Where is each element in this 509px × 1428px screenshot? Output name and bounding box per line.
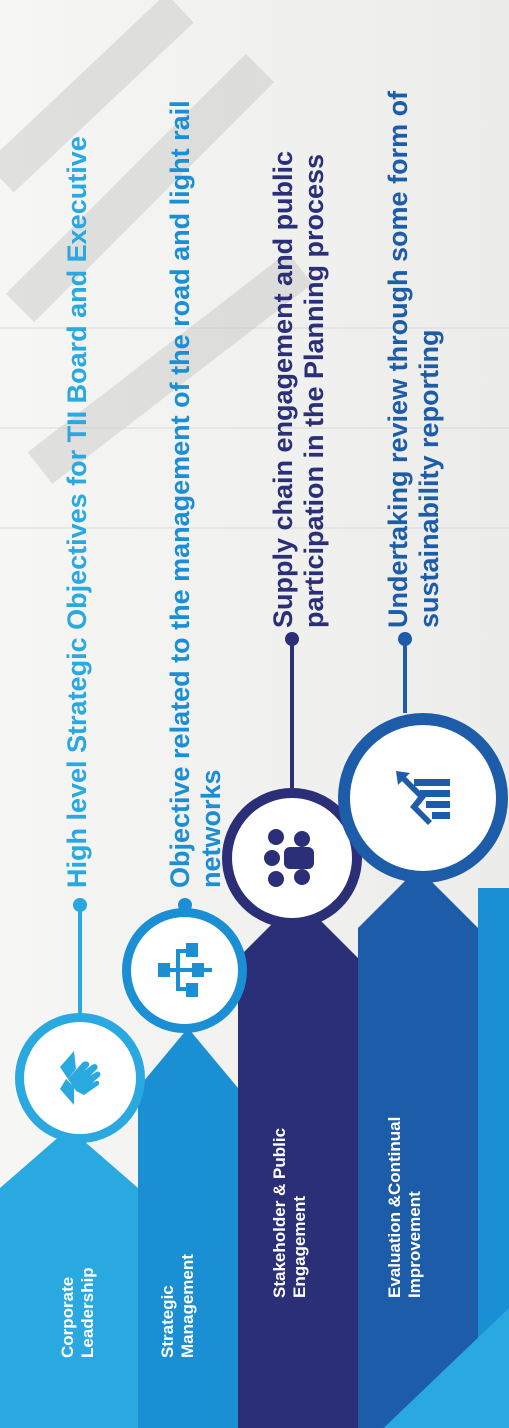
objective-corporate-leadership: High level Strategic Objectives for TII … bbox=[62, 136, 92, 888]
label-line1: Corporate bbox=[58, 1276, 77, 1358]
objective-stakeholder-engagement: Supply chain engagement and public parti… bbox=[268, 150, 329, 628]
label-line2: Engagement bbox=[290, 1195, 309, 1298]
circle-corporate-leadership bbox=[15, 1013, 145, 1143]
handshake-icon bbox=[60, 1051, 101, 1105]
label-stakeholder-engagement: Stakeholder & Public Engagement bbox=[270, 1128, 310, 1298]
connector-dot-3 bbox=[285, 632, 299, 646]
label-line1: Evaluation &Continual bbox=[385, 1116, 404, 1298]
label-line2: Improvement bbox=[405, 1191, 424, 1298]
connector-dot-1 bbox=[73, 898, 87, 912]
label-evaluation-improvement: Evaluation &Continual Improvement bbox=[385, 1117, 425, 1298]
ribbon-strategic-management bbox=[138, 1028, 238, 1428]
connector-4 bbox=[403, 638, 407, 713]
circle-evaluation-improvement bbox=[338, 713, 508, 883]
label-line2: Management bbox=[178, 1254, 197, 1358]
connector-1 bbox=[78, 903, 82, 1013]
objective-evaluation-improvement: Undertaking review through some form of … bbox=[383, 90, 444, 628]
label-line1: Strategic bbox=[158, 1285, 177, 1358]
connector-dot-2 bbox=[178, 898, 192, 912]
connector-3 bbox=[290, 638, 294, 788]
circle-stakeholder-engagement bbox=[222, 788, 362, 928]
label-strategic-management: Strategic Management bbox=[158, 1254, 198, 1358]
people-group-icon bbox=[264, 829, 314, 887]
org-chart-icon bbox=[157, 943, 212, 998]
objective-strategic-management: Objective related to the management of t… bbox=[165, 100, 226, 888]
label-line1: Stakeholder & Public bbox=[270, 1127, 289, 1298]
label-line2: Leadership bbox=[78, 1267, 97, 1358]
circle-strategic-management bbox=[122, 908, 247, 1033]
growth-chart-icon bbox=[396, 771, 450, 825]
label-corporate-leadership: Corporate Leadership bbox=[58, 1267, 98, 1358]
connector-dot-4 bbox=[398, 632, 412, 646]
